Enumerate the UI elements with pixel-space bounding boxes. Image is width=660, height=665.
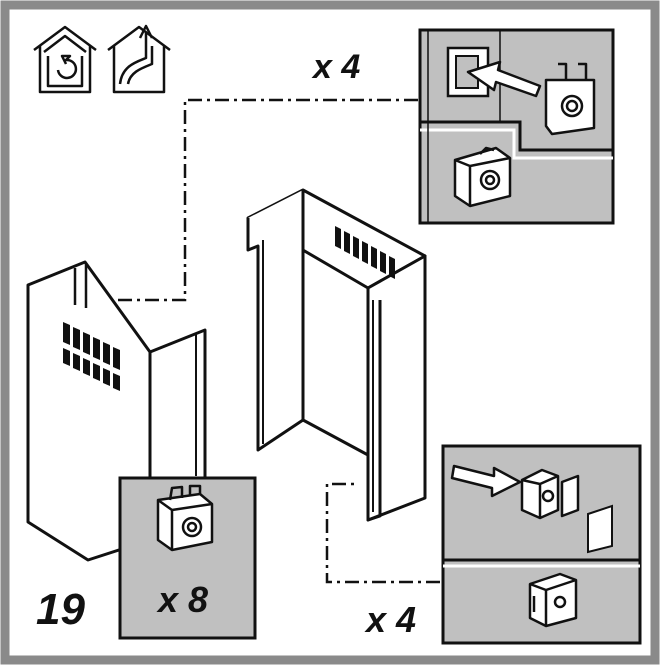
cage-nut-icon [156,484,214,552]
top-detail-panel [418,28,615,225]
clip-side-view-icon [520,468,580,520]
recirculation-mode-icon [33,25,97,94]
cage-nut-icon [453,146,512,208]
insert-arrow [450,464,522,498]
quantity-label-bottom: x 4 [366,599,417,640]
installed-clip-icon [528,572,578,628]
ducted-extraction-mode-icon [107,24,171,94]
wall-hole [587,504,613,554]
quantity-label-top: x 4 [313,48,361,86]
quantity-label-clip-box: x 8 [158,579,209,620]
clip-box-panel [118,476,257,640]
insert-arrow [466,60,542,98]
cage-nut-clip-icon [544,62,596,136]
step-number: 19 [36,585,85,634]
right-chimney-cover [246,188,427,522]
bottom-detail-panel [441,444,642,645]
leader-lines [96,98,440,584]
